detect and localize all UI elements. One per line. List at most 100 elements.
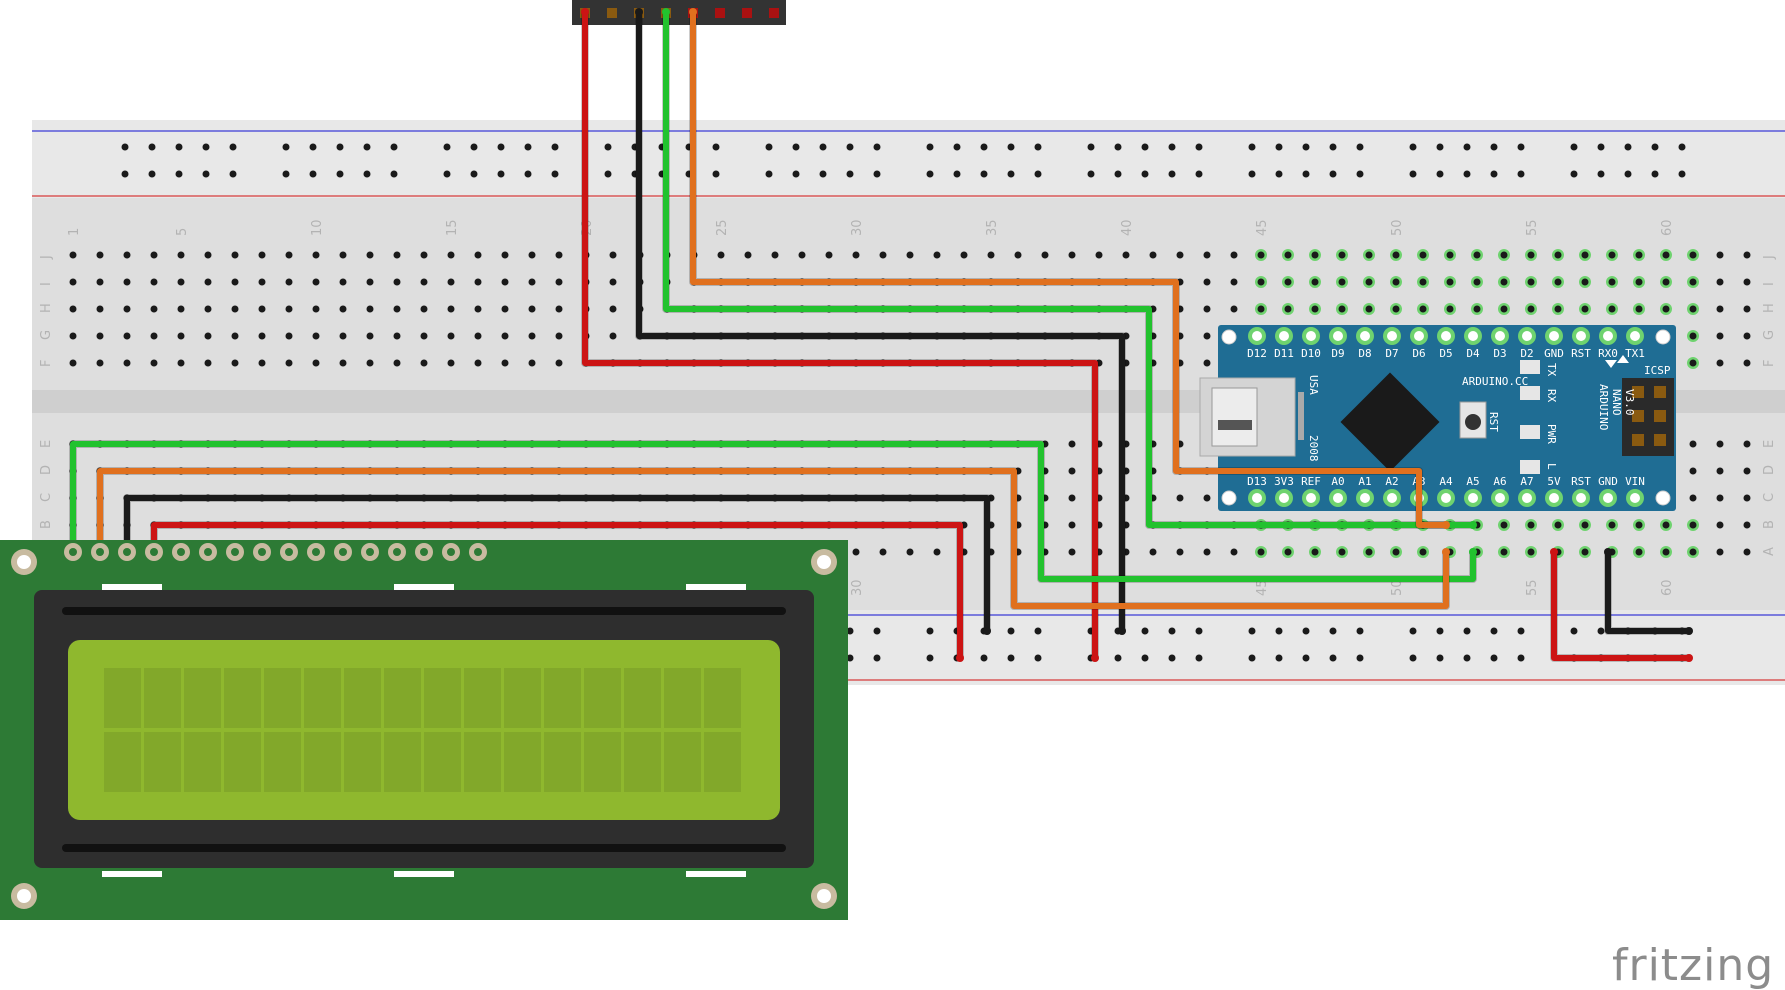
svg-text:L: L bbox=[1545, 463, 1558, 470]
nano-pin-label: A7 bbox=[1520, 475, 1533, 488]
nano-pin-label: TX1 bbox=[1625, 347, 1645, 360]
nano-pin-label: D5 bbox=[1439, 347, 1452, 360]
nano-pin-label: RST bbox=[1571, 475, 1591, 488]
nano-pin-label: D12 bbox=[1247, 347, 1267, 360]
row-letter: C bbox=[1762, 493, 1777, 502]
wire-green-header bbox=[663, 9, 1476, 528]
lcd-cell bbox=[704, 668, 741, 728]
lcd-cell bbox=[504, 732, 541, 792]
row-letter: B bbox=[39, 520, 54, 529]
lcd-cell bbox=[304, 668, 341, 728]
led-rx bbox=[1520, 386, 1540, 400]
wire-red-5v bbox=[1551, 549, 1692, 661]
row-letter: A bbox=[1762, 547, 1777, 556]
nano-pin-label: D7 bbox=[1385, 347, 1398, 360]
column-number: 35 bbox=[985, 219, 1000, 236]
nano-pin-label: D10 bbox=[1301, 347, 1321, 360]
column-number-bottom: 55 bbox=[1525, 579, 1540, 596]
wires bbox=[69, 8, 1693, 662]
column-number: 25 bbox=[715, 219, 730, 236]
wire-red-header bbox=[582, 9, 1098, 661]
lcd-cell bbox=[184, 668, 221, 728]
nano-pin-label: 5V bbox=[1547, 475, 1561, 488]
row-letter: D bbox=[1762, 465, 1777, 475]
svg-text:ARDUINO: ARDUINO bbox=[1597, 384, 1610, 430]
row-letter: B bbox=[1762, 520, 1777, 529]
svg-text:NANO: NANO bbox=[1610, 389, 1623, 416]
row-letter: D bbox=[39, 465, 54, 475]
row-letter: J bbox=[39, 255, 54, 260]
nano-pin-label: RX0 bbox=[1598, 347, 1618, 360]
fritzing-watermark: fritzing bbox=[1612, 940, 1774, 990]
nano-pin-label: A6 bbox=[1493, 475, 1506, 488]
lcd-cell bbox=[224, 668, 261, 728]
led-l bbox=[1520, 460, 1540, 474]
lcd-cell bbox=[584, 668, 621, 728]
nano-pin-label: D4 bbox=[1466, 347, 1480, 360]
lcd-cell bbox=[424, 668, 461, 728]
nano-pin-label: GND bbox=[1598, 475, 1618, 488]
reset-button bbox=[1459, 401, 1487, 439]
row-letter: E bbox=[39, 440, 54, 448]
column-number-bottom: 60 bbox=[1660, 579, 1675, 596]
row-letter: G bbox=[1762, 330, 1777, 340]
column-number: 1 bbox=[67, 228, 82, 236]
column-number-bottom: 50 bbox=[1390, 579, 1405, 596]
lcd-cell bbox=[224, 732, 261, 792]
nano-usa-label: USA bbox=[1307, 375, 1320, 395]
lcd-cell bbox=[344, 668, 381, 728]
usb-connector bbox=[1199, 377, 1304, 457]
lcd-cell bbox=[264, 668, 301, 728]
column-number: 10 bbox=[310, 219, 325, 236]
nano-pin-label: GND bbox=[1544, 347, 1564, 360]
lcd-cell bbox=[584, 732, 621, 792]
nano-pin-label: A5 bbox=[1466, 475, 1479, 488]
nano-pin-label: D8 bbox=[1358, 347, 1371, 360]
wire-orange-header bbox=[690, 9, 1449, 528]
nano-pin-label: A1 bbox=[1358, 475, 1371, 488]
row-letter: J bbox=[1762, 255, 1777, 260]
header-connector bbox=[572, 0, 786, 25]
column-number: 15 bbox=[445, 219, 460, 236]
nano-pin-label: 3V3 bbox=[1274, 475, 1294, 488]
lcd-cell bbox=[544, 668, 581, 728]
lcd-cell bbox=[544, 732, 581, 792]
lcd-cell bbox=[144, 732, 181, 792]
column-number-bottom: 30 bbox=[850, 579, 865, 596]
column-number: 50 bbox=[1390, 219, 1405, 236]
nano-pin-label: A2 bbox=[1385, 475, 1398, 488]
wire-green-lcd bbox=[70, 441, 1476, 582]
lcd-cell bbox=[144, 668, 181, 728]
lcd-module bbox=[0, 540, 848, 920]
row-letter: G bbox=[39, 330, 54, 340]
column-number: 45 bbox=[1255, 219, 1270, 236]
lcd-cell bbox=[104, 668, 141, 728]
lcd-cell bbox=[464, 668, 501, 728]
wire-red-lcd bbox=[151, 522, 963, 661]
lcd-cell bbox=[184, 732, 221, 792]
nano-pin-label: A0 bbox=[1331, 475, 1344, 488]
row-letter: I bbox=[39, 282, 54, 286]
lcd-cell bbox=[264, 732, 301, 792]
row-letter: C bbox=[39, 493, 54, 502]
nano-brand-label: ARDUINO.CC bbox=[1462, 375, 1528, 388]
wire-black-header bbox=[636, 9, 1125, 634]
icsp-header bbox=[1622, 378, 1674, 456]
svg-text:RX: RX bbox=[1545, 389, 1558, 403]
led-pwr bbox=[1520, 425, 1540, 439]
column-number: 5 bbox=[175, 228, 190, 236]
lcd-cell bbox=[704, 732, 741, 792]
lcd-cell bbox=[424, 732, 461, 792]
lcd-cell bbox=[384, 732, 421, 792]
nano-pin-label: D2 bbox=[1520, 347, 1533, 360]
nano-led-labels: TX RX PWR L bbox=[1545, 363, 1558, 470]
nano-pin-label: VIN bbox=[1625, 475, 1645, 488]
svg-text:V3.0: V3.0 bbox=[1623, 389, 1636, 416]
lcd-cell bbox=[304, 732, 341, 792]
lcd-cell bbox=[504, 668, 541, 728]
nano-pin-label: D11 bbox=[1274, 347, 1294, 360]
